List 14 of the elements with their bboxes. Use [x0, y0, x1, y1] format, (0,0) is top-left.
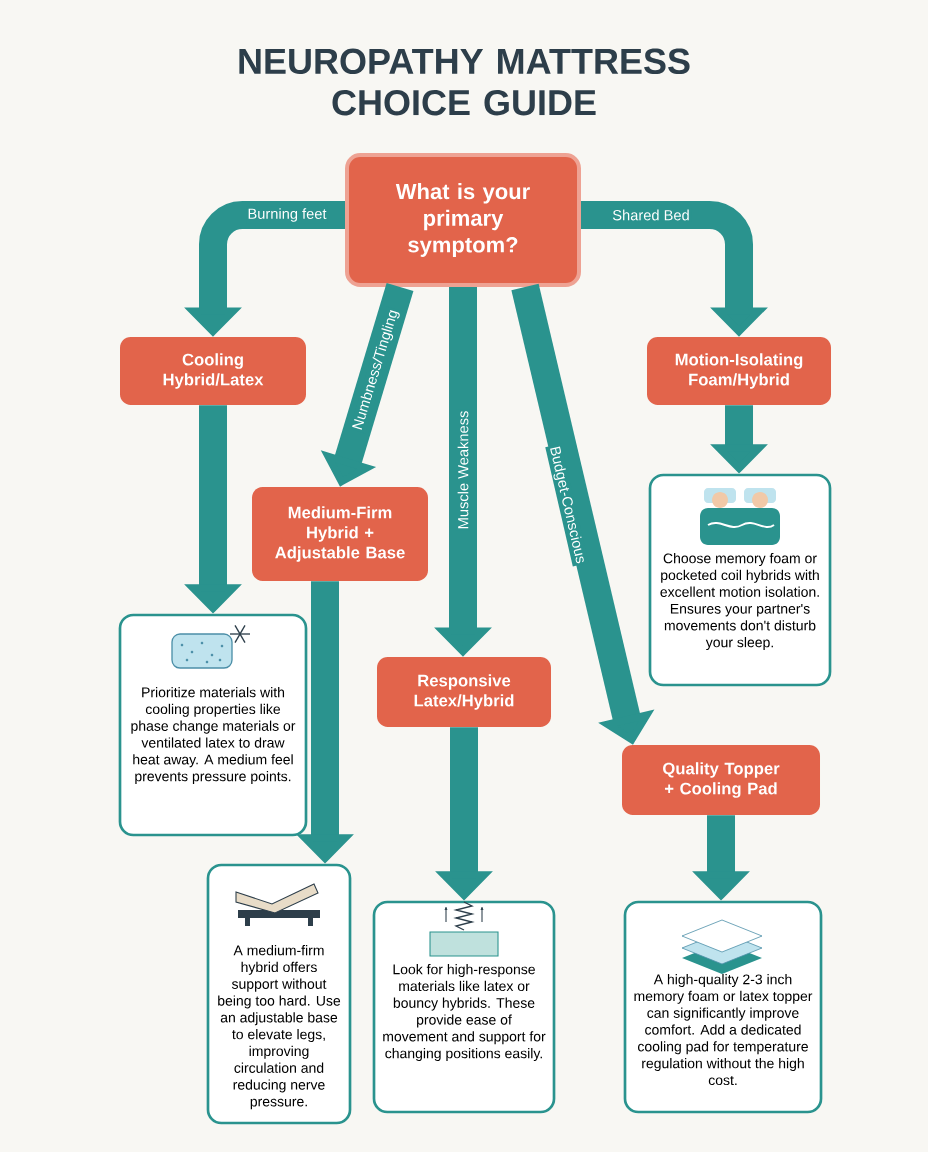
- title: NEUROPATHY MATTRESS CHOICE GUIDE: [239, 48, 690, 116]
- info-card: A high-quality 2-3 inch memory foam or latex topper can significantly improve comfort. Add a dedicated cooling pad for temperature regulation without the high cost.: [623, 900, 823, 1114]
- choice-box: Medium-Firm Hybrid + Adjustable Base: [252, 487, 428, 581]
- info-card: A medium-firm hybrid offers support without being too hard. Use an adjustable base to elevate legs, improving circulation and reducing nerve pressure.: [206, 863, 352, 1125]
- edge-label: Muscle Weakness: [456, 409, 470, 531]
- edge-label: Shared Bed: [610, 208, 692, 222]
- choice-box: Motion-Isolating Foam/Hybrid: [647, 337, 831, 405]
- question-box: What is your primary symptom?: [345, 153, 581, 287]
- choice-box: Responsive Latex/Hybrid: [377, 657, 551, 727]
- choice-box: Quality Topper + Cooling Pad: [622, 745, 820, 815]
- info-card: Prioritize materials with cooling properties like phase change materials or ventilated latex to draw heat away. A medium feel prevents pressure points.: [118, 613, 308, 837]
- choice-box: Cooling Hybrid/Latex: [120, 337, 306, 405]
- info-card: Choose memory foam or pocketed coil hybrids with excellent motion isolation. Ensures your partner's movements don't disturb your sleep.: [648, 473, 832, 687]
- info-card: Look for high-response materials like latex or bouncy hybrids. These provide ease of movement and support for changing positions easily.: [372, 900, 556, 1114]
